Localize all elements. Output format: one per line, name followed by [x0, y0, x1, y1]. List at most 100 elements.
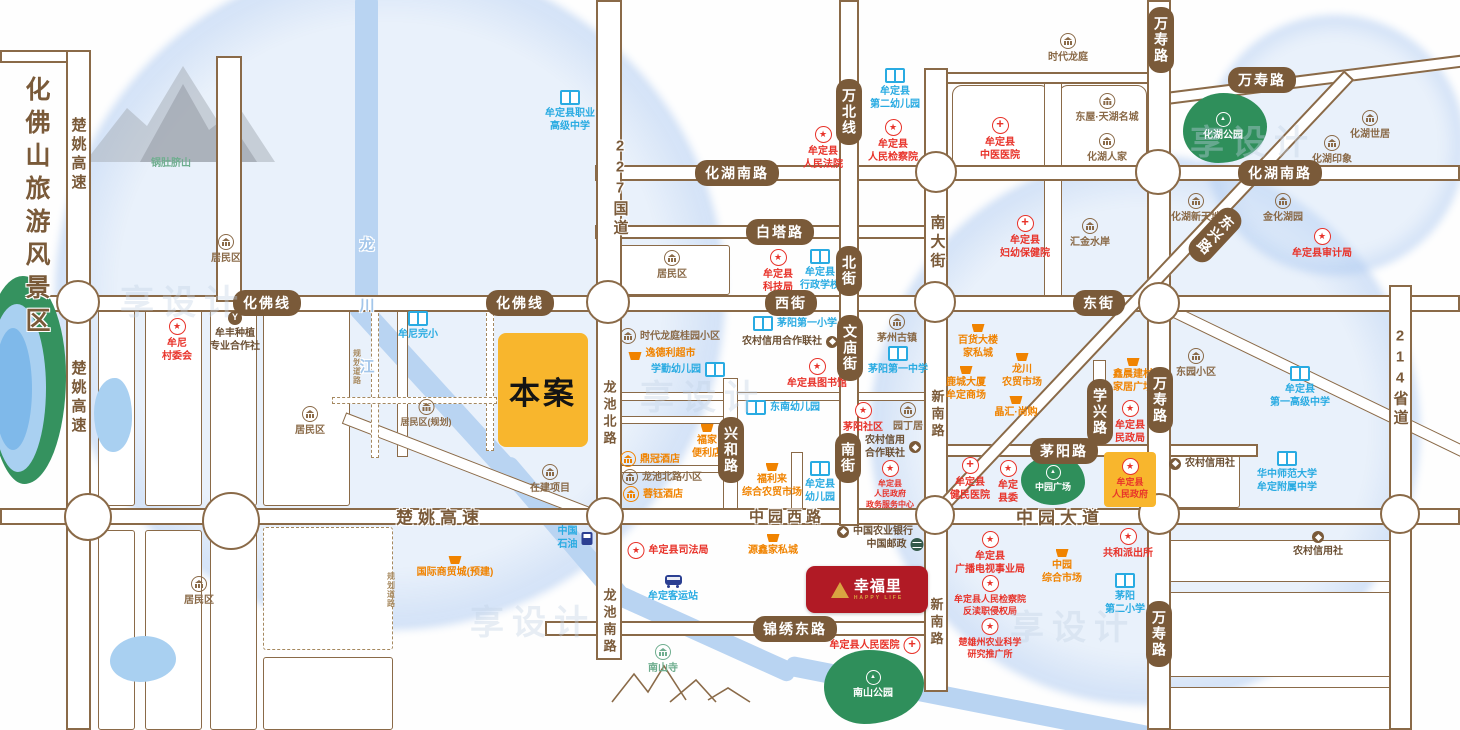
cross-icon — [1016, 215, 1034, 232]
intersection — [915, 151, 957, 193]
poi-rural-credit-coop: 农村信用社 — [1169, 457, 1235, 470]
poi-zhongyuan-market: 中园 综合市场 — [1042, 543, 1082, 585]
bank-diamond-icon — [1312, 531, 1324, 543]
book-icon — [885, 68, 905, 83]
bank-diamond-icon — [837, 525, 849, 538]
road-pill: 万寿路 — [1148, 7, 1174, 73]
basket-icon — [766, 534, 780, 542]
basket-icon — [1015, 353, 1029, 361]
building-icon — [664, 250, 680, 266]
mountain-art — [611, 664, 751, 703]
building-icon — [542, 464, 558, 480]
park-icon — [865, 670, 881, 685]
poi-civil-affairs-bureau: 牟定县 民政局 — [1115, 400, 1145, 445]
star-icon — [881, 460, 899, 477]
road-label: 规划道路 — [352, 349, 362, 385]
poi-zhongyuan-plaza: 中园广场 — [1035, 465, 1071, 494]
road-pill: 万北线 — [836, 79, 862, 145]
poi-longchi-north-community: 龙池北路小区 — [622, 469, 702, 485]
building-icon — [623, 486, 639, 502]
basket-icon — [1126, 358, 1140, 366]
building-icon — [1099, 133, 1115, 149]
poi-people-hospital: 牟定县人民医院 — [830, 637, 921, 654]
road-label: 214省道 — [1391, 327, 1409, 429]
book-icon — [1290, 366, 1310, 381]
poi-justice-bureau: 牟定县司法局 — [627, 542, 709, 559]
bank-diamond-icon — [909, 441, 921, 453]
road-pill: 化佛线 — [486, 290, 554, 316]
poi-jinhuahu-garden: 金化湖园 — [1263, 193, 1303, 224]
poi-longchuan-market: 龙川 农贸市场 — [1002, 347, 1042, 389]
road — [940, 72, 1170, 84]
river — [355, 0, 378, 310]
road-pill: 万寿路 — [1228, 67, 1296, 93]
road-label: 楚姚高速 — [69, 117, 87, 193]
star-icon — [999, 460, 1017, 477]
cross-icon — [961, 457, 979, 474]
poi-intl-trade-city: 国际商贸城(预建) — [417, 550, 493, 579]
poi-yideli-supermarket: 逸德利超市 — [628, 346, 696, 360]
poi-china-post: 中国邮政 — [867, 538, 924, 551]
building-icon — [418, 399, 434, 415]
road — [216, 56, 242, 302]
building-icon — [1082, 218, 1098, 234]
road-pill: 化湖南路 — [1238, 160, 1322, 186]
road-longchi — [596, 0, 622, 660]
poi-library: 牟定县图书馆 — [787, 358, 847, 390]
book-icon — [1277, 451, 1297, 466]
poi-huahu-impression: 化湖印象 — [1312, 135, 1352, 166]
road — [1044, 78, 1062, 300]
intersection — [915, 495, 955, 535]
poi-bus-station: 牟定客运站 — [648, 573, 698, 603]
city-block — [1165, 687, 1392, 730]
building-icon — [191, 576, 207, 592]
building-icon — [1324, 135, 1340, 151]
star-icon — [854, 402, 872, 419]
building-icon — [302, 406, 318, 422]
poi-rural-credit-union: 农村信用合作联社 — [742, 335, 838, 348]
poi-residential: 居民区 — [657, 250, 687, 281]
intersection — [1380, 494, 1420, 534]
poi-maoyang-first-primary: 茅阳第一小学 — [753, 316, 837, 331]
gas-pump-icon — [581, 531, 593, 545]
intersection — [1135, 149, 1181, 195]
road-pill: 东街 — [1073, 290, 1125, 316]
city-block — [210, 530, 257, 730]
book-icon — [810, 461, 830, 476]
poi-department-store: 百货大楼 家私城 — [958, 318, 998, 360]
lake — [0, 328, 32, 450]
poi-fulilai-market: 福利来 综合农贸市场 — [742, 457, 802, 499]
building-icon — [1362, 110, 1378, 126]
star-icon — [769, 249, 787, 266]
city-block — [145, 307, 202, 506]
road-label: 中园大道 — [1016, 508, 1104, 528]
poi-xinchen-building-materials: 鑫晨建材 家居广场 — [1113, 352, 1153, 394]
poi-maozhou-old-town: 茅州古镇 — [877, 314, 917, 345]
road-zhongyuan — [0, 508, 1460, 525]
building-icon — [622, 469, 638, 485]
poi-muni-primary: 牟尼完小 — [398, 311, 438, 341]
poi-huahu-park: 化湖公园 — [1203, 112, 1243, 142]
basket-icon — [959, 366, 973, 374]
road-pill: 北街 — [836, 246, 862, 296]
basket-icon — [448, 556, 462, 564]
poi-county-government: 牟定县 人民政府 — [1112, 458, 1148, 500]
poi-agricultural-bank: 中国农业银行 — [837, 525, 913, 538]
building-icon — [889, 314, 905, 330]
road-pill: 学兴路 — [1087, 379, 1113, 445]
bank-diamond-icon — [826, 335, 838, 348]
building-icon — [1188, 348, 1204, 364]
star-icon — [168, 318, 186, 335]
road-label: 规划道路 — [386, 572, 396, 608]
book-icon — [888, 346, 908, 361]
basket-icon — [1009, 396, 1023, 404]
star-icon — [981, 531, 999, 548]
star-icon — [884, 119, 902, 136]
planned-block — [263, 527, 393, 650]
poi-muni-village-committee: 牟尼 村委会 — [162, 318, 192, 363]
project-site-marker[interactable]: 本案 — [498, 333, 588, 447]
poi-science-bureau: 牟定县 科技局 — [763, 249, 793, 294]
poi-petrochina-station: 中国 石油 — [558, 525, 593, 551]
